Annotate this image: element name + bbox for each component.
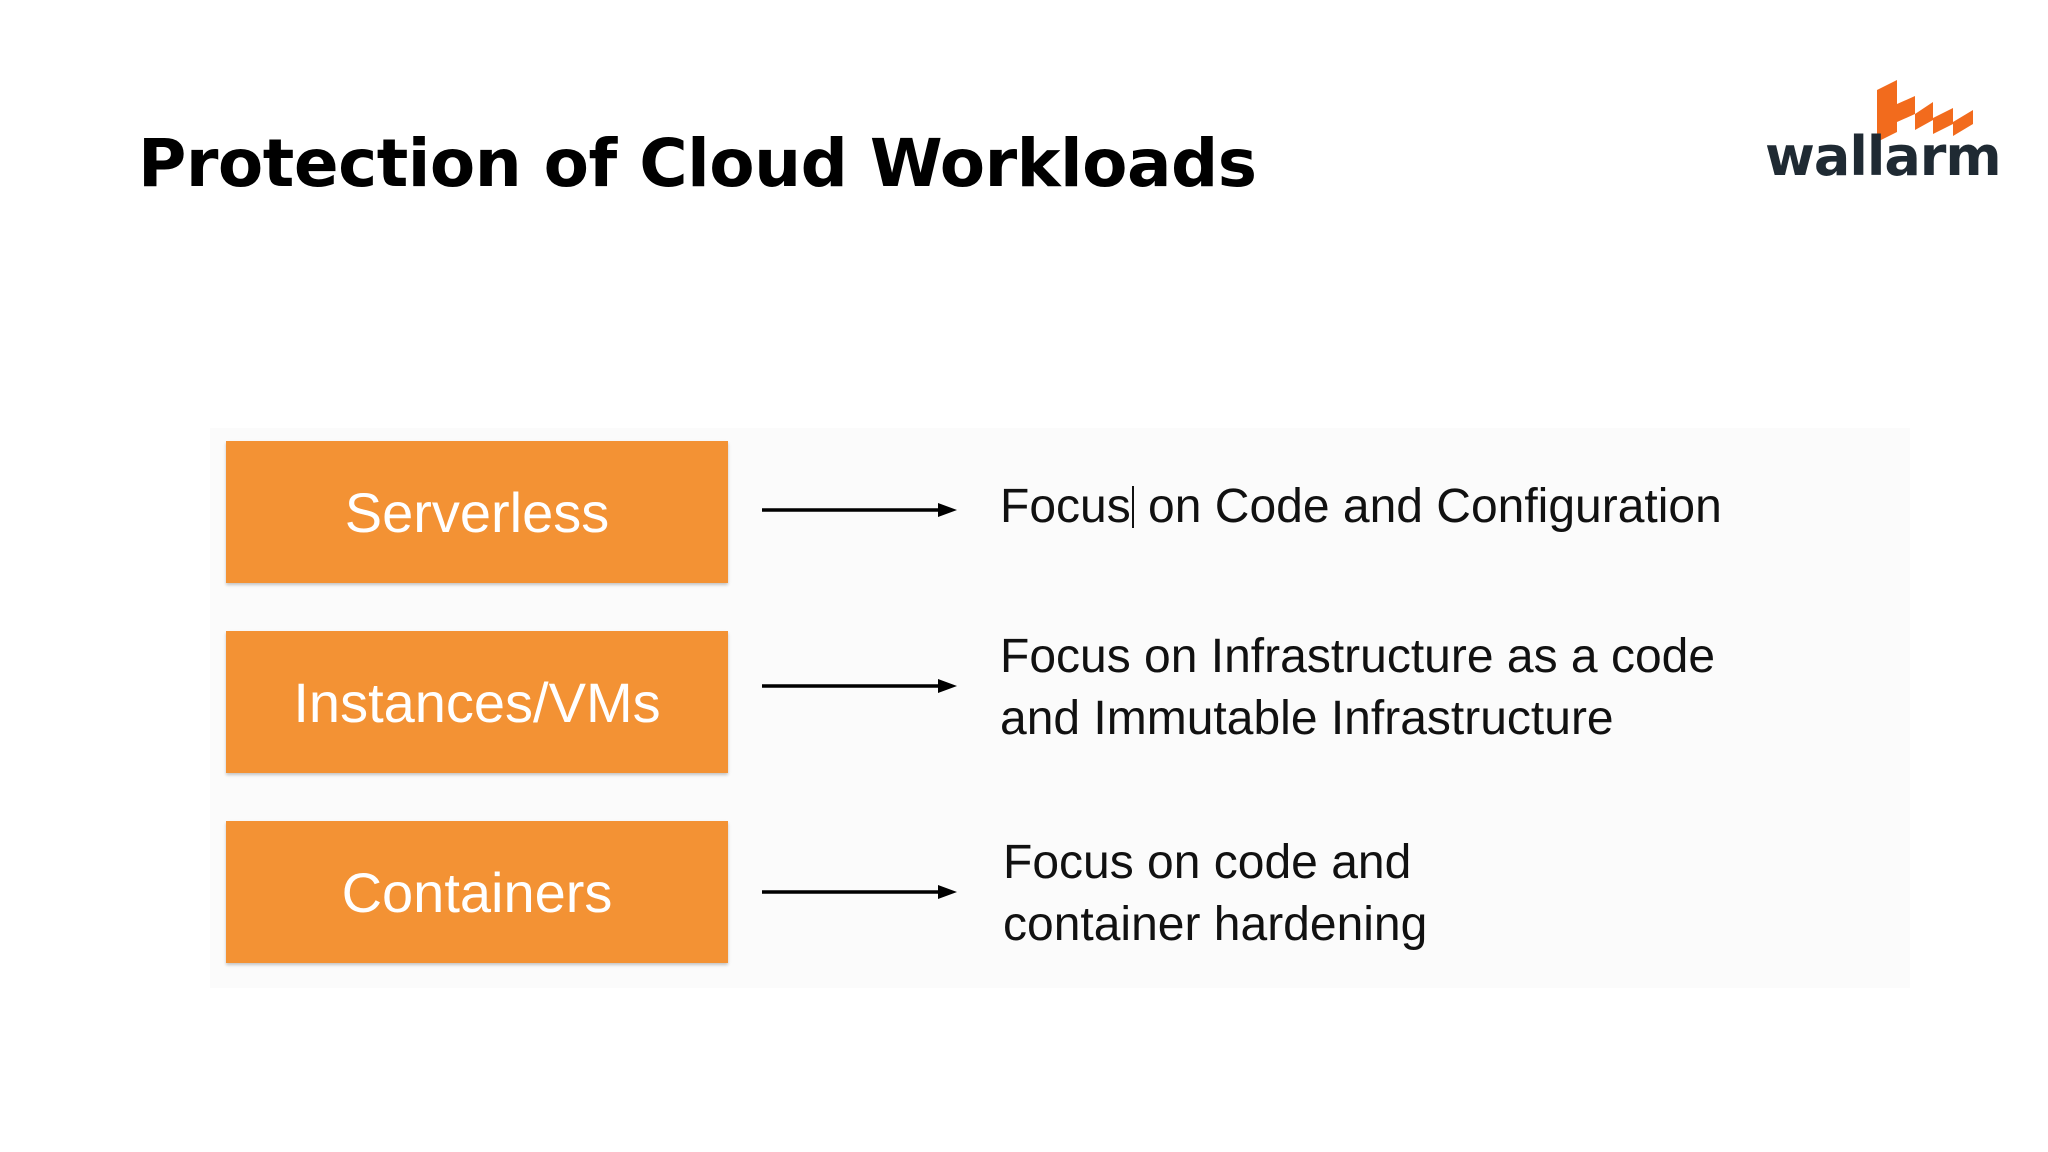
serverless-focus-word: Focus — [1000, 480, 1131, 533]
instances-vms-focus-text: Focus on Infrastructure as a code and Im… — [1000, 626, 1715, 750]
wallarm-wordmark: wallarm — [1765, 125, 2002, 188]
wallarm-flag-icon — [1877, 80, 1973, 142]
containers-label: Containers — [341, 860, 613, 924]
slide-title: Protection of Cloud Workloads — [138, 125, 1257, 202]
serverless-box: Serverless — [226, 441, 728, 583]
arrow-right-icon — [762, 885, 957, 899]
instances-vms-box: Instances/VMs — [226, 631, 728, 773]
containers-box: Containers — [226, 821, 728, 963]
instances-vms-focus-line-2: and Immutable Infrastructure — [1000, 692, 1614, 745]
wallarm-logo: wallarm — [1765, 80, 2002, 200]
containers-focus-line-2: container hardening — [1003, 898, 1428, 951]
serverless-label: Serverless — [344, 480, 610, 544]
containers-focus-text: Focus on code and container hardening — [1003, 832, 1427, 956]
serverless-focus-rest: on Code and Configuration — [1134, 480, 1722, 533]
text-cursor — [1131, 486, 1134, 528]
arrow-right-icon — [762, 679, 957, 693]
instances-vms-focus-line-1: Focus on Infrastructure as a code — [1000, 630, 1716, 683]
arrow-right-icon — [762, 503, 957, 517]
serverless-focus-text: Focus on Code and Configuration — [1000, 476, 1722, 538]
containers-focus-line-1: Focus on code and — [1003, 836, 1412, 889]
instances-vms-label: Instances/VMs — [293, 670, 661, 734]
